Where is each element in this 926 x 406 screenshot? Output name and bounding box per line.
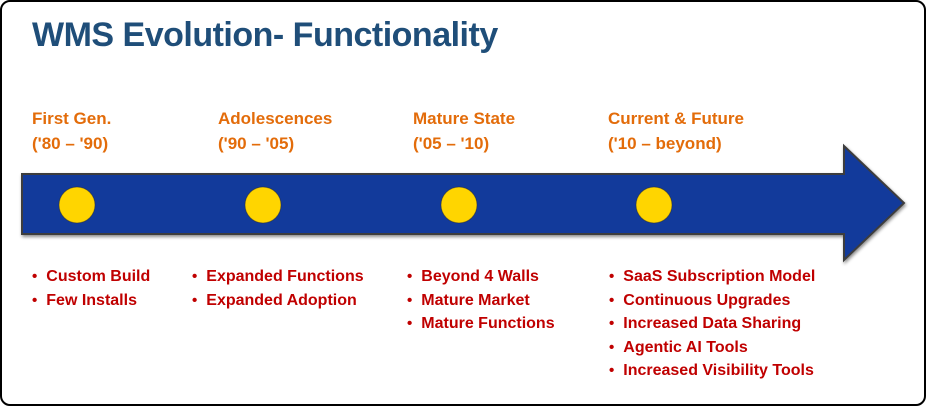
stage-years: ('90 – '05)	[218, 134, 295, 153]
bullet-text: SaaS Subscription Model	[623, 268, 816, 285]
bullet-item: • Mature Market	[407, 292, 555, 311]
stage-name: Mature State	[413, 109, 516, 128]
bullet-item: • SaaS Subscription Model	[609, 268, 815, 287]
bullet-dot-icon: •	[609, 268, 615, 285]
stage-years: ('80 – '90)	[32, 134, 109, 153]
bullet-dot-icon: •	[407, 291, 413, 309]
bullet-dot-icon: •	[609, 291, 615, 309]
bullet-dot-icon: •	[192, 291, 198, 309]
page-title: WMS Evolution- Functionality	[32, 16, 498, 54]
stage-years: ('05 – '10)	[413, 134, 490, 153]
bullet-text: Mature Market	[421, 291, 530, 309]
stage-name: Adolescences	[218, 109, 333, 128]
bullet-text: Mature Functions	[421, 315, 555, 332]
bullet-dot-icon: •	[609, 362, 615, 379]
bullet-item: • Few Installs	[32, 292, 150, 311]
stage-name: First Gen.	[32, 109, 112, 128]
timeline-arrow	[21, 143, 906, 263]
bullet-item: • Increased Data Sharing	[609, 315, 815, 334]
bullet-text: Few Installs	[46, 291, 137, 309]
bullet-dot-icon: •	[407, 268, 413, 285]
bullet-item: • Mature Functions	[407, 315, 555, 334]
bullet-dot-icon: •	[609, 315, 615, 332]
bullet-list-mature-state: • Beyond 4 Walls • Mature Market • Mature F…	[407, 268, 555, 339]
bullet-item: • Beyond 4 Walls	[407, 268, 555, 287]
bullet-list-first-gen: • Custom Build • Few Installs	[32, 268, 150, 315]
bullet-item: • Expanded Functions	[192, 268, 364, 287]
bullet-text: Expanded Adoption	[206, 291, 357, 309]
bullet-dot-icon: •	[609, 338, 615, 356]
bullet-dot-icon: •	[32, 291, 38, 309]
timeline-marker-adolescences	[244, 186, 282, 224]
timeline-marker-first-gen	[58, 186, 96, 224]
stage-heading-current-future: Current & Future ('10 – beyond)	[608, 106, 744, 156]
bullet-text: Beyond 4 Walls	[421, 268, 539, 285]
timeline-marker-current-future	[635, 186, 673, 224]
bullet-text: Increased Visibility Tools	[623, 362, 814, 379]
bullet-dot-icon: •	[407, 315, 413, 332]
bullet-item: • Continuous Upgrades	[609, 292, 815, 311]
bullet-text: Expanded Functions	[206, 268, 364, 285]
stage-name: Current & Future	[608, 109, 744, 128]
bullet-list-adolescences: • Expanded Functions • Expanded Adoption	[192, 268, 364, 315]
timeline-marker-mature-state	[440, 186, 478, 224]
bullet-text: Custom Build	[46, 268, 151, 285]
stage-heading-adolescences: Adolescences ('90 – '05)	[218, 106, 332, 156]
bullet-dot-icon: •	[32, 268, 38, 285]
bullet-text: Continuous Upgrades	[623, 291, 791, 309]
bullet-dot-icon: •	[192, 268, 198, 285]
bullet-text: Increased Data Sharing	[623, 315, 802, 332]
bullet-text: Agentic AI Tools	[623, 338, 748, 356]
bullet-list-current-future: • SaaS Subscription Model • Continuous Upg…	[609, 268, 815, 386]
stage-heading-mature-state: Mature State ('05 – '10)	[413, 106, 515, 156]
bullet-item: • Expanded Adoption	[192, 292, 364, 311]
bullet-item: • Increased Visibility Tools	[609, 362, 815, 381]
stage-years: ('10 – beyond)	[608, 134, 722, 153]
bullet-item: • Agentic AI Tools	[609, 339, 815, 358]
stage-heading-first-gen: First Gen. ('80 – '90)	[32, 106, 111, 156]
bullet-item: • Custom Build	[32, 268, 150, 287]
